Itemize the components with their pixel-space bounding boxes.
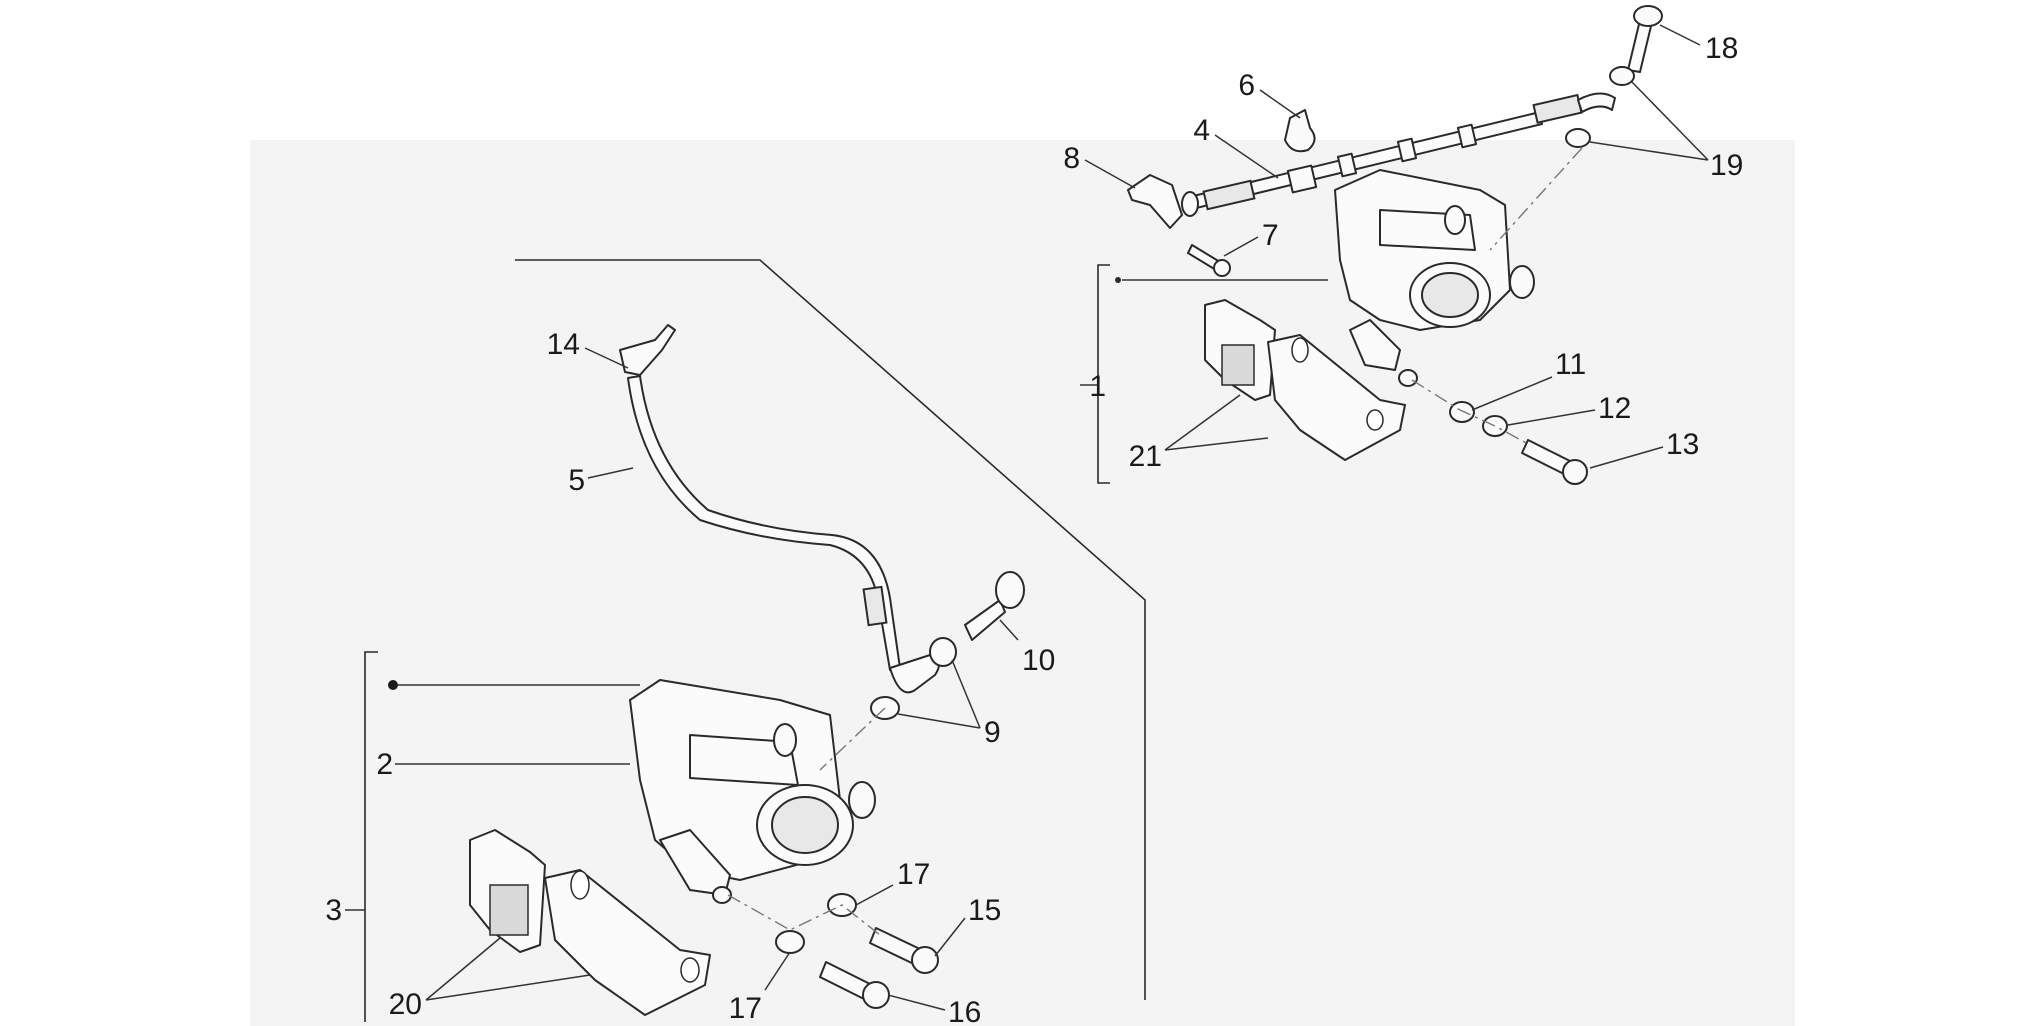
screw-7 [1187, 244, 1231, 277]
brake-pads-20 [469, 829, 711, 1016]
washer-19b [1565, 128, 1591, 148]
bolt-15 [869, 927, 939, 974]
label-15: 15 [968, 894, 1001, 927]
brake-pads-21 [1204, 299, 1406, 461]
label-10: 10 [1022, 644, 1055, 677]
washer-9a [929, 637, 957, 667]
brake-hose-5 [627, 375, 940, 694]
label-13: 13 [1666, 428, 1699, 461]
label-8: 8 [1063, 142, 1080, 175]
banjo-bolt-18 [1627, 5, 1663, 73]
label-12: 12 [1598, 392, 1631, 425]
label-17-upper: 17 [897, 858, 930, 891]
separator-line [515, 259, 1146, 1000]
label-1: 1 [1089, 370, 1106, 403]
label-6: 6 [1238, 69, 1255, 102]
hose-guide-8 [1127, 174, 1183, 229]
label-16: 16 [948, 996, 981, 1026]
label-5: 5 [568, 464, 585, 497]
label-4: 4 [1193, 114, 1210, 147]
clamp-14 [619, 324, 676, 376]
label-3: 3 [325, 894, 342, 927]
label-17-lower: 17 [729, 992, 762, 1025]
assembly-axis-upper [1411, 147, 1583, 446]
clamp-6 [1284, 109, 1316, 153]
assembly-axis-lower [727, 707, 886, 936]
label-9: 9 [984, 716, 1001, 749]
bolt-13 [1521, 439, 1588, 485]
label-11: 11 [1555, 348, 1586, 381]
caliper-1 [1334, 169, 1535, 387]
label-21: 21 [1129, 440, 1162, 473]
washer-19a [1609, 66, 1635, 86]
label-19: 19 [1710, 149, 1743, 182]
label-20: 20 [389, 988, 422, 1021]
washer-17b [775, 930, 805, 954]
label-7: 7 [1262, 219, 1279, 252]
bracket-3 [364, 651, 378, 1022]
washer-12 [1482, 415, 1508, 437]
leader-lines [345, 24, 1709, 1011]
washer-11 [1449, 401, 1475, 423]
caliper-2 [629, 679, 876, 904]
label-14: 14 [547, 328, 580, 361]
dot-2 [388, 680, 398, 690]
part-labels: 1 2 3 4 5 6 7 8 9 10 11 12 13 14 15 16 1… [325, 32, 1743, 1026]
banjo-bolt-10 [964, 571, 1025, 641]
label-2: 2 [376, 748, 393, 781]
dot-1 [1115, 277, 1121, 283]
brake-pipe [1181, 92, 1616, 217]
label-18: 18 [1705, 32, 1738, 65]
bracket-1 [1097, 264, 1110, 484]
